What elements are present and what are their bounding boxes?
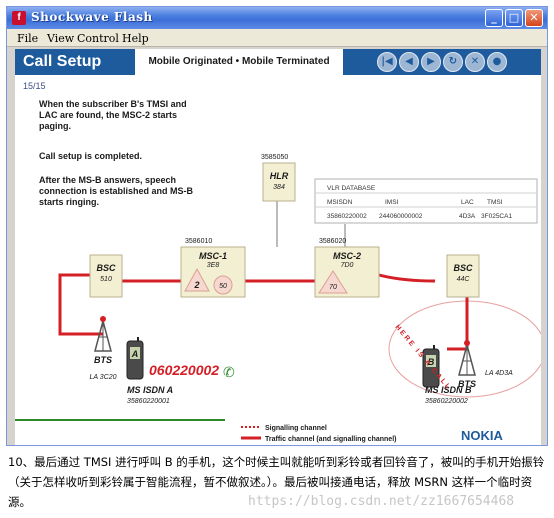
blog-watermark: https://blog.csdn.net/zz1667654468 — [248, 494, 515, 509]
bsc-b-sub: 44C — [457, 276, 471, 283]
menu-control[interactable]: Control — [77, 32, 119, 45]
legend-traffic-label: Traffic channel (and signalling channel) — [265, 436, 396, 443]
bts-b-tower-icon — [458, 340, 476, 376]
slide-title: Call Setup — [23, 53, 102, 70]
description-setup-complete: Call setup is completed. — [39, 151, 143, 161]
scenario-label: Mobile Originated • Mobile Terminated — [135, 49, 343, 75]
article-caption: 10、最后通过 TMSI 进行呼叫 B 的手机，这个时候主叫就能听到彩铃或者回铃… — [8, 455, 545, 509]
bts-b-label: BTS — [458, 379, 476, 389]
bsc-b-label: BSC — [453, 263, 473, 273]
ms-b-number: 35860220002 — [425, 398, 468, 405]
hlr-label: HLR — [270, 171, 289, 181]
page-number: 15/15 — [23, 81, 46, 91]
ms-a-phone-icon — [126, 337, 144, 380]
msc1-sub: 3E8 — [207, 262, 220, 269]
bts-b-la: LA 4D3A — [485, 370, 513, 377]
ms-a-label: MS ISDN A — [127, 385, 173, 395]
traffic-line-bsc-a-bts-a — [58, 273, 90, 336]
nav-replay-button[interactable]: ↻ — [443, 52, 463, 72]
vlr-cell-imsi: 244060000002 — [379, 213, 423, 220]
minimize-button[interactable]: _ — [485, 9, 503, 27]
vlr-cell-msisdn: 35860220002 — [327, 213, 367, 220]
ms-a-number: 35860220001 — [127, 398, 170, 405]
footer-green-bar — [15, 419, 225, 421]
vlr-cell-tmsi: 3F025CA1 — [481, 213, 512, 220]
ms-a-screen-letter: A — [131, 349, 139, 359]
bts-a-la: LA 3C20 — [90, 374, 117, 381]
msc1-triangle-a — [184, 267, 210, 292]
flash-content: Call Setup Mobile Originated • Mobile Te… — [15, 49, 541, 445]
legend-signalling-label: Signalling channel — [265, 425, 327, 432]
hlr-node — [262, 162, 296, 202]
description-ringing: After the MS-B answers, speech connectio… — [39, 175, 194, 207]
flash-app-icon: f — [12, 11, 26, 25]
nav-extra-button[interactable]: ● — [487, 52, 507, 72]
traffic-line-bsc-b-bts-b — [447, 297, 469, 351]
msc2-triangle — [318, 270, 348, 294]
vlr-header-imsi: IMSI — [385, 199, 399, 206]
nav-exit-button[interactable]: ✕ — [465, 52, 485, 72]
msc2-badge: 70 — [329, 284, 337, 291]
hlr-sub: 384 — [273, 184, 285, 191]
title-bar[interactable]: f Shockwave Flash _ □ ✕ — [7, 7, 547, 29]
slide-header: Call Setup Mobile Originated • Mobile Te… — [15, 49, 541, 75]
msc1-circle-b — [213, 275, 233, 295]
hlr-id: 3585050 — [261, 154, 288, 161]
menu-view[interactable]: View — [47, 32, 75, 45]
vlr-header-tmsi: TMSI — [487, 199, 503, 206]
bts-a-label: BTS — [94, 355, 112, 365]
vlr-header-lac: LAC — [461, 199, 474, 206]
bsc-a-sub: 510 — [100, 276, 112, 283]
ms-b-screen-letter: B — [428, 357, 435, 367]
bsc-b-node — [446, 254, 480, 298]
nav-first-button[interactable]: |◀ — [377, 52, 397, 72]
menu-bar: File View Control Help — [7, 29, 547, 47]
nokia-logo: NOKIA — [461, 428, 504, 443]
description-paging: When the subscriber B's TMSI and LAC are… — [39, 99, 187, 131]
msc1-id: 3586010 — [185, 238, 212, 245]
network-diagram: 3585050 HLR 384 VLR DATABASE MSISDN IMSI… — [15, 154, 541, 443]
msc1-badge-a: 2 — [193, 280, 199, 290]
vlr-cell-lac: 4D3A — [459, 213, 476, 220]
flash-window: f Shockwave Flash _ □ ✕ File View Contro… — [6, 6, 548, 446]
bsc-a-node — [89, 254, 123, 298]
ms-b-label: MS ISDN B — [425, 385, 472, 395]
window-title: Shockwave Flash — [31, 10, 153, 24]
phone-handset-icon: ✆ — [223, 365, 235, 381]
menu-help[interactable]: Help — [122, 32, 149, 45]
msc2-sub: 7D0 — [341, 262, 354, 269]
msc1-badge-b: 50 — [219, 283, 227, 290]
nav-prev-button[interactable]: ◀ — [399, 52, 419, 72]
bsc-a-label: BSC — [96, 263, 116, 273]
vlr-title: VLR DATABASE — [327, 185, 376, 192]
bts-a-tower-icon — [94, 316, 112, 352]
menu-file[interactable]: File — [17, 32, 39, 45]
ms-b-phone-icon — [422, 345, 440, 388]
dialed-number: 060220002 — [149, 362, 219, 378]
msc1-label: MSC-1 — [199, 251, 227, 261]
msc2-label: MSC-2 — [333, 251, 361, 261]
close-button[interactable]: ✕ — [525, 9, 543, 27]
nav-next-button[interactable]: ▶ — [421, 52, 441, 72]
msc2-id: 3586020 — [319, 238, 346, 245]
maximize-button[interactable]: □ — [505, 9, 523, 27]
vlr-header-msisdn: MSISDN — [327, 199, 353, 206]
vlr-table — [314, 178, 538, 224]
